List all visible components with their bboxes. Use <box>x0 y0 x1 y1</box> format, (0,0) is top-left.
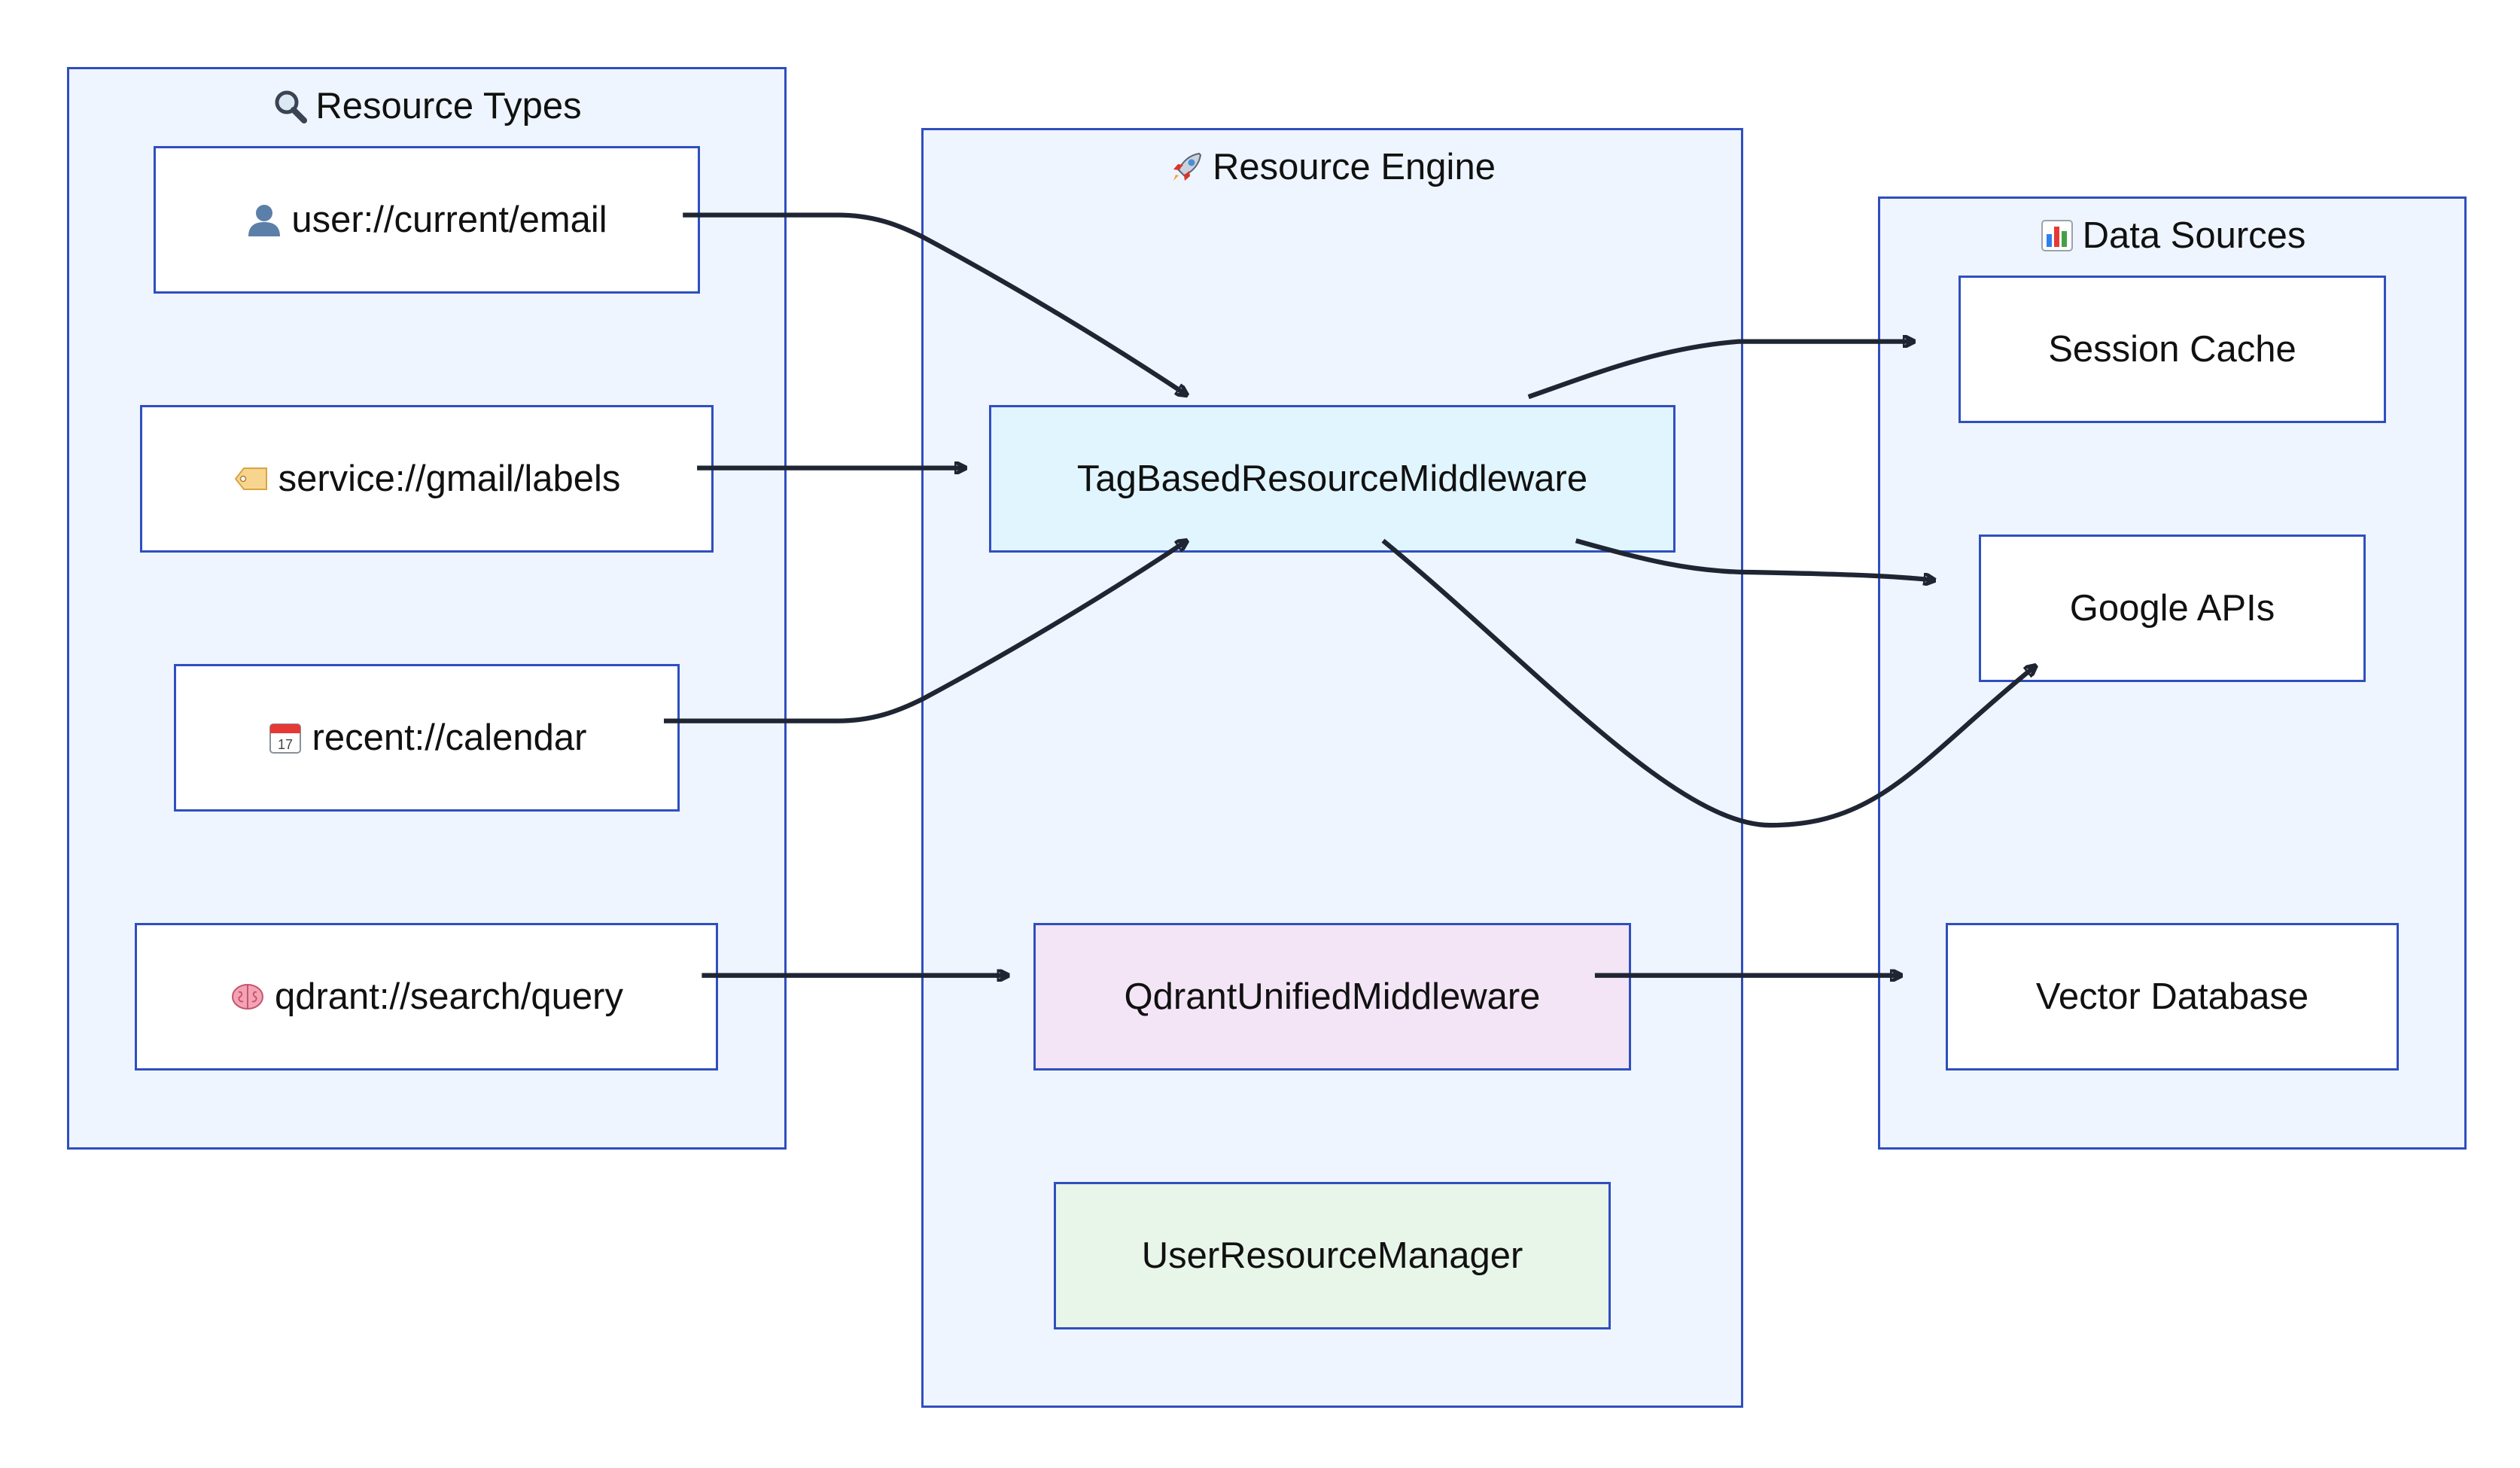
node-user-resource-manager[interactable]: UserResourceManager <box>1054 1182 1611 1329</box>
group-title-resource-engine: Resource Engine <box>924 142 1741 190</box>
bar-chart-icon <box>2039 218 2075 254</box>
node-tag-based-resource-middleware[interactable]: TagBasedResourceMiddleware <box>989 405 1675 553</box>
node-google-apis[interactable]: Google APIs <box>1979 535 2366 682</box>
brain-icon <box>230 979 266 1015</box>
group-title-data-sources: Data Sources <box>1880 211 2464 258</box>
svg-text:17: 17 <box>277 737 292 752</box>
node-qdrant-unified-middleware[interactable]: QdrantUnifiedMiddleware <box>1033 923 1631 1071</box>
node-vector-database[interactable]: Vector Database <box>1946 923 2399 1071</box>
rocket-icon <box>1169 149 1205 185</box>
node-qdrant-search-query[interactable]: qdrant://search/query <box>135 923 718 1071</box>
user-silhouette-icon <box>246 202 282 238</box>
node-session-cache[interactable]: Session Cache <box>1958 276 2386 423</box>
magnifier-icon <box>272 88 308 124</box>
group-title-resource-types: Resource Types <box>69 81 784 129</box>
node-recent-calendar[interactable]: 17 recent://calendar <box>174 664 680 812</box>
calendar-icon: 17 <box>267 720 303 756</box>
node-user-current-email[interactable]: user://current/email <box>154 146 700 294</box>
node-service-gmail-labels[interactable]: service://gmail/labels <box>140 405 714 553</box>
tag-icon <box>233 461 269 497</box>
